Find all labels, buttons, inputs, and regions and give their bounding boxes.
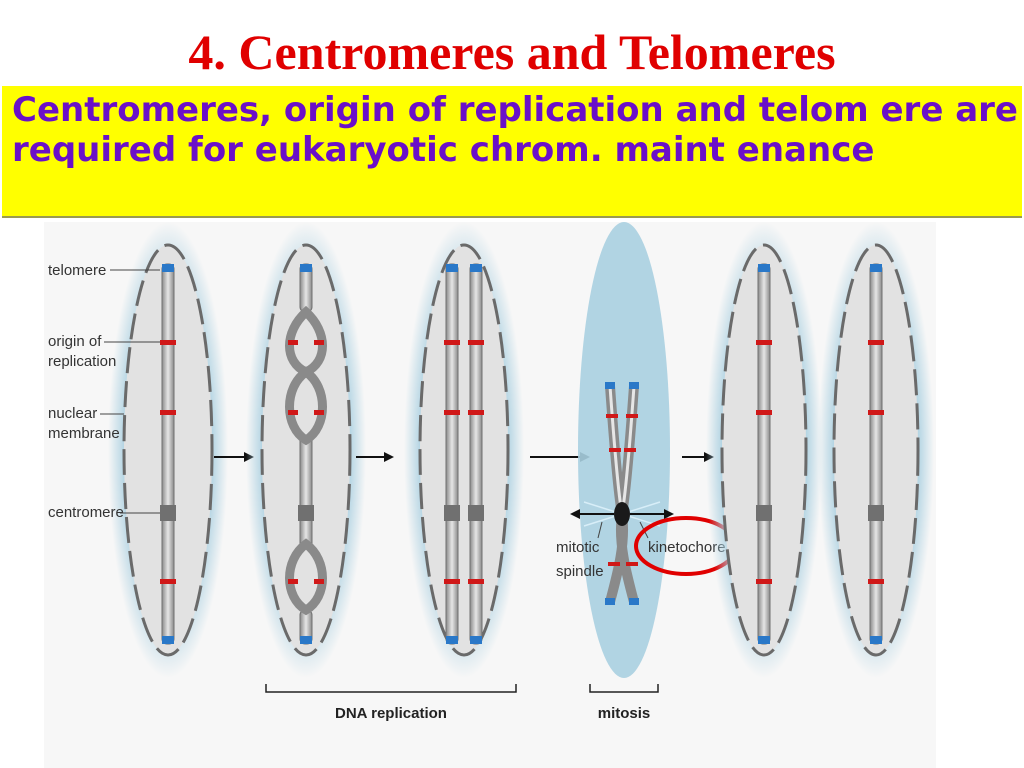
- chromosome: [161, 263, 175, 645]
- telomere: [758, 264, 770, 272]
- chromosome: [869, 263, 883, 645]
- telomere: [758, 636, 770, 644]
- centromere: [160, 505, 176, 521]
- label-kinetochore: kinetochore: [648, 539, 726, 556]
- highlight-text: Centromeres, origin of replication and t…: [12, 90, 1018, 170]
- origin: [288, 579, 298, 584]
- telomere: [870, 264, 882, 272]
- origin: [756, 579, 772, 584]
- label-centromere: centromere: [48, 504, 124, 521]
- telomere: [870, 636, 882, 644]
- origin: [756, 410, 772, 415]
- origin: [314, 340, 324, 345]
- origin: [624, 448, 636, 452]
- origin-2: [160, 410, 176, 415]
- spindle-arrowhead-right: [664, 509, 674, 519]
- centromere: [868, 505, 884, 521]
- origin: [756, 340, 772, 345]
- origin: [468, 410, 484, 415]
- label-mitotic-line2: spindle: [556, 563, 604, 580]
- label-nuclear-line1: nuclear: [48, 405, 97, 422]
- chromosome-segment: [299, 439, 313, 545]
- origin: [444, 410, 460, 415]
- nuclear-membrane: [418, 243, 510, 657]
- origin-3: [160, 579, 176, 584]
- label-mitotic-line1: mitotic: [556, 539, 600, 556]
- sister-chromatid: [469, 263, 483, 645]
- telomere: [470, 264, 482, 272]
- cell-2: [246, 222, 366, 678]
- chromosome: [757, 263, 771, 645]
- diagram-svg: telomere origin of replication nuclear m…: [44, 222, 936, 768]
- telomere: [629, 598, 639, 605]
- telomere: [629, 382, 639, 389]
- telomere-top: [300, 264, 312, 272]
- centromere: [298, 505, 314, 521]
- origin: [468, 340, 484, 345]
- leader-mitotic: [597, 521, 603, 539]
- spindle-arrowhead-left: [570, 509, 580, 519]
- mitosis-stage: mitotic spindle kinetochore: [556, 222, 738, 678]
- origin-1: [160, 340, 176, 345]
- cell-1: [108, 222, 228, 678]
- telomere-bottom: [162, 636, 174, 644]
- origin: [314, 579, 324, 584]
- origin: [468, 579, 484, 584]
- telomere: [470, 636, 482, 644]
- origin: [868, 410, 884, 415]
- telomere-top: [162, 264, 174, 272]
- sister-chromatid: [445, 263, 459, 645]
- label-origin-line1: origin of: [48, 333, 102, 350]
- origin: [288, 340, 298, 345]
- label-dna-replication: DNA replication: [335, 705, 447, 722]
- centromere: [468, 505, 484, 521]
- mitosis-bracket: mitosis: [589, 684, 659, 722]
- origin: [609, 448, 621, 452]
- origin: [444, 340, 460, 345]
- chromosome-diagram: telomere origin of replication nuclear m…: [44, 222, 936, 768]
- telomere: [446, 636, 458, 644]
- telomere: [605, 598, 615, 605]
- telomere: [605, 382, 615, 389]
- label-origin-line2: replication: [48, 353, 116, 370]
- telomere: [446, 264, 458, 272]
- slide-title: 4. Centromeres and Telomeres: [188, 24, 836, 80]
- origin: [314, 410, 324, 415]
- origin: [626, 414, 638, 418]
- label-mitosis: mitosis: [598, 705, 651, 722]
- origin: [606, 414, 618, 418]
- cell-5: [706, 222, 822, 678]
- origin: [444, 579, 460, 584]
- dna-replication-bracket: DNA replication: [265, 684, 517, 722]
- origin: [608, 562, 620, 566]
- origin: [868, 340, 884, 345]
- label-telomere: telomere: [48, 262, 106, 279]
- origin: [868, 579, 884, 584]
- replication-bubble: [285, 538, 327, 616]
- cell-6: [818, 222, 934, 678]
- origin: [288, 410, 298, 415]
- kinetochore-dot: [614, 502, 630, 526]
- centromere: [756, 505, 772, 521]
- highlight-box: Centromeres, origin of replication and t…: [2, 86, 1022, 218]
- replication-bubble: [285, 366, 327, 446]
- telomere-bottom: [300, 636, 312, 644]
- origin: [626, 562, 638, 566]
- arrow-2: [356, 452, 394, 462]
- centromere: [444, 505, 460, 521]
- cell-3: [404, 222, 524, 678]
- label-nuclear-line2: membrane: [48, 425, 120, 442]
- left-labels: telomere origin of replication nuclear m…: [48, 262, 160, 521]
